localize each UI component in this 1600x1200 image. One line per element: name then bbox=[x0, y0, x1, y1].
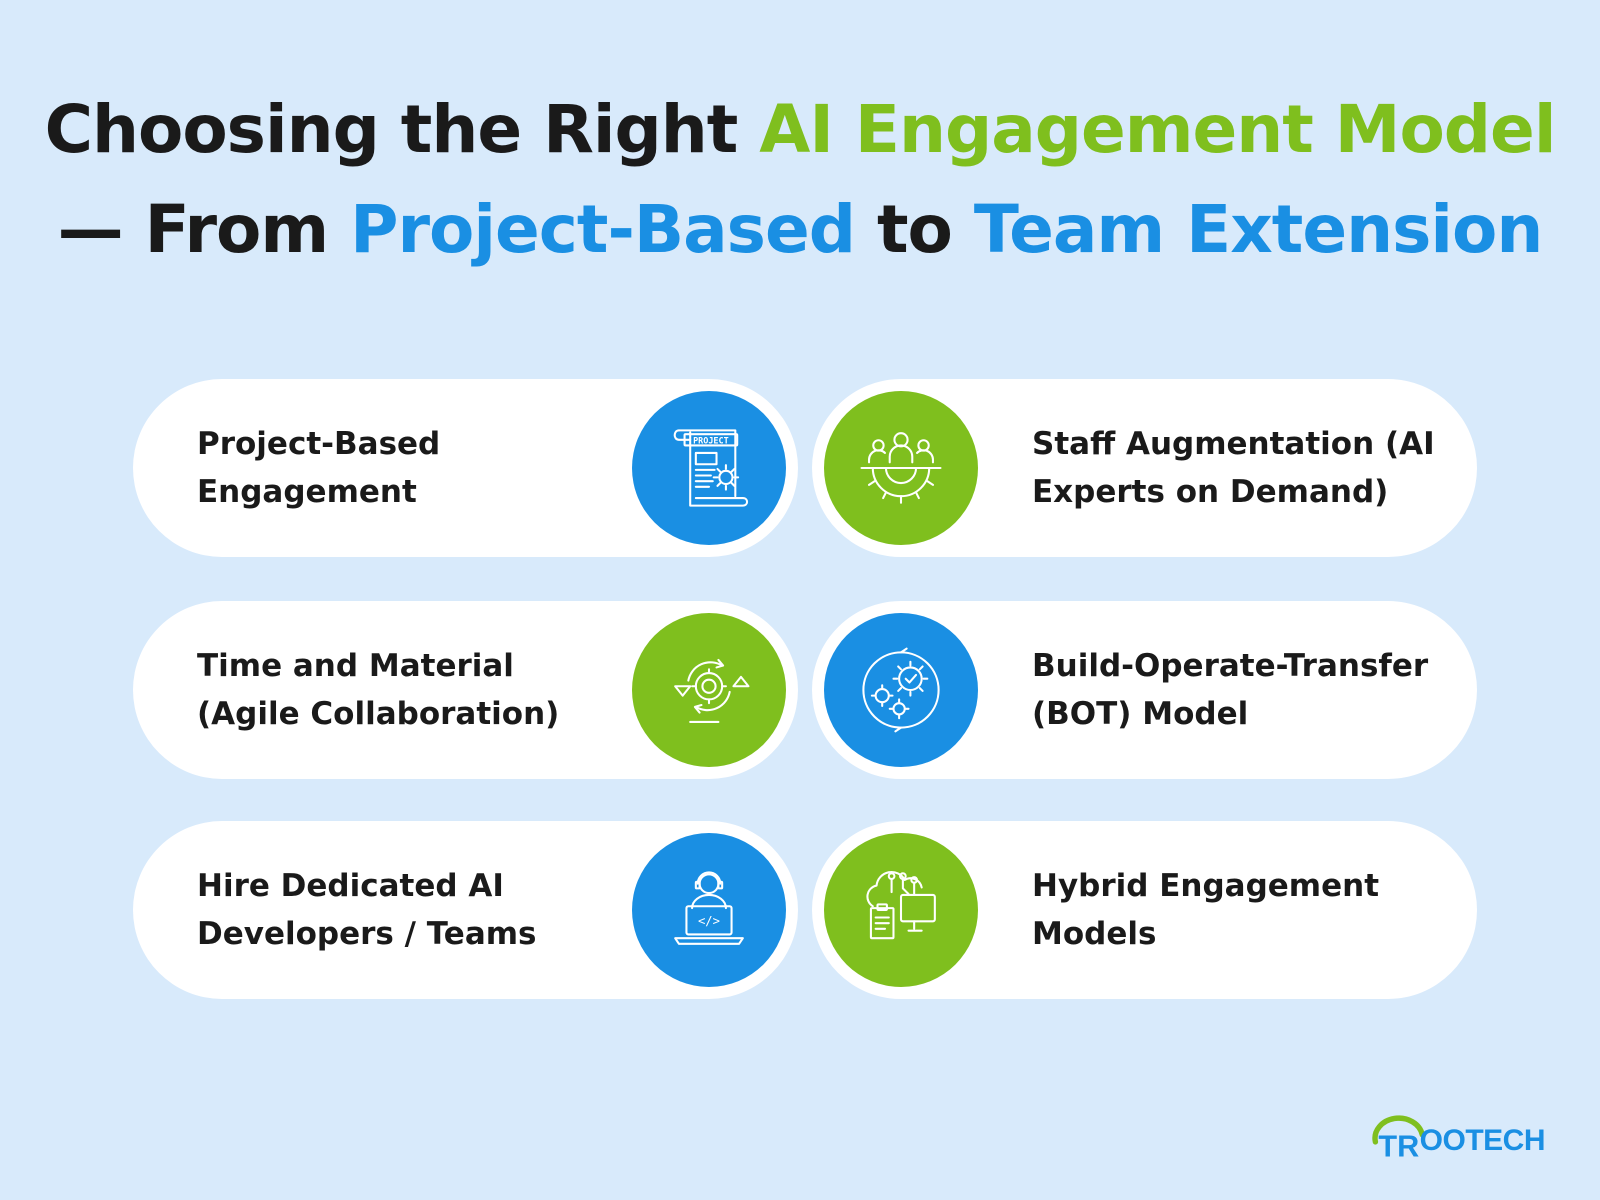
logo-mark-icon: TR bbox=[1372, 1115, 1425, 1163]
title-line-2: — From Project-Based to Team Extension bbox=[57, 191, 1544, 268]
icon-circle: </> bbox=[632, 833, 786, 987]
card-bot-model: Build-Operate-Transfer (BOT) Model bbox=[812, 601, 1477, 779]
card-label: Hybrid Engagement Models bbox=[1032, 868, 1380, 952]
icon-circle bbox=[824, 833, 978, 987]
team-gear-icon bbox=[860, 432, 942, 504]
card-project-based: Project-Based Engagement PROJECT bbox=[133, 379, 798, 557]
agile-cycle-gear-icon bbox=[674, 658, 750, 723]
cloud-computer-icon bbox=[866, 870, 936, 940]
page-title: Choosing the Right AI Engagement Model —… bbox=[0, 80, 1600, 280]
icon-circle bbox=[632, 613, 786, 767]
card-dedicated-developers: Hire Dedicated AI Developers / Teams </> bbox=[133, 821, 798, 999]
icon-circle bbox=[824, 391, 978, 545]
card-label: Project-Based Engagement bbox=[197, 426, 441, 510]
card-label: Build-Operate-Transfer (BOT) Model bbox=[1032, 648, 1429, 732]
title-highlight-blue-1: Project-Based bbox=[350, 191, 856, 268]
svg-text:TR: TR bbox=[1378, 1129, 1419, 1163]
logo-text: OOTECH bbox=[1419, 1124, 1546, 1157]
gears-cycle-icon bbox=[862, 647, 940, 733]
icon-circle: PROJECT bbox=[632, 391, 786, 545]
brand-logo: TR OOTECH bbox=[1370, 1112, 1546, 1170]
developer-laptop-icon: </> bbox=[674, 871, 744, 945]
card-hybrid-models: Hybrid Engagement Models bbox=[812, 821, 1477, 999]
card-label: Staff Augmentation (AI Experts on Demand… bbox=[1032, 426, 1435, 510]
title-highlight-blue-2: Team Extension bbox=[973, 191, 1543, 268]
svg-text:PROJECT: PROJECT bbox=[693, 436, 729, 446]
card-label: Time and Material (Agile Collaboration) bbox=[197, 648, 560, 732]
card-label: Hire Dedicated AI Developers / Teams bbox=[197, 868, 537, 952]
svg-text:</>: </> bbox=[698, 914, 720, 928]
card-staff-augmentation: Staff Augmentation (AI Experts on Demand… bbox=[812, 379, 1477, 557]
title-highlight-green: AI Engagement Model bbox=[759, 91, 1556, 168]
icon-circle bbox=[824, 613, 978, 767]
title-line-1: Choosing the Right AI Engagement Model bbox=[44, 91, 1557, 168]
card-time-and-material: Time and Material (Agile Collaboration) bbox=[133, 601, 798, 779]
project-document-gear-icon: PROJECT bbox=[673, 429, 749, 507]
